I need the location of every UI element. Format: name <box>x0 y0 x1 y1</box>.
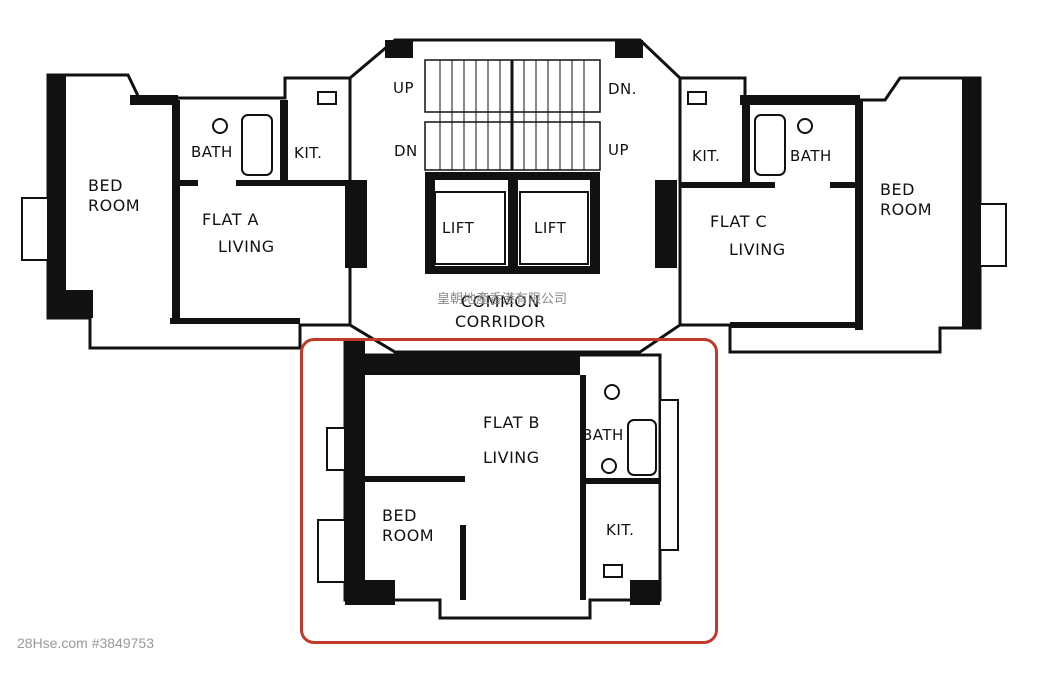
wall-block <box>345 355 580 375</box>
core-outline <box>348 38 682 354</box>
window <box>659 399 679 551</box>
wall-block <box>580 375 586 600</box>
wall-block <box>962 78 980 328</box>
toilet <box>797 118 813 134</box>
wall-block <box>345 180 367 268</box>
wall-block <box>630 580 660 605</box>
wall-block <box>130 95 178 105</box>
lift-left-label: LIFT <box>442 219 475 237</box>
wall-block <box>730 322 855 328</box>
wall-block <box>280 100 288 185</box>
stair-dn-top-label: DN. <box>608 80 638 98</box>
wall-block <box>655 180 677 268</box>
wall-block <box>425 172 600 180</box>
sink <box>317 91 337 105</box>
wall-block <box>460 525 466 600</box>
flat-b-bath-label: BATH <box>582 426 624 444</box>
flat-b-highlight <box>300 338 718 644</box>
lift-right-label: LIFT <box>534 219 567 237</box>
flat-c-bath-label: BATH <box>790 147 832 165</box>
wall-block <box>385 40 413 58</box>
stair-up-top-label: UP <box>393 79 415 97</box>
bathtub <box>754 114 786 176</box>
wall-block <box>615 40 643 58</box>
toilet <box>212 118 228 134</box>
wall-block <box>345 340 365 605</box>
wall-block <box>360 476 465 482</box>
window <box>21 197 49 261</box>
wall-block <box>590 172 600 272</box>
flat-a-living-label: LIVING <box>218 237 275 256</box>
window <box>317 519 346 583</box>
wall-block <box>680 182 775 188</box>
flat-a-bath-label: BATH <box>191 143 233 161</box>
wall-block <box>855 100 863 330</box>
wall-block <box>345 580 395 605</box>
wall-block <box>740 95 860 105</box>
flat-b-living-label: LIVING <box>483 448 540 467</box>
wall-block <box>178 180 198 186</box>
sink <box>603 564 623 578</box>
window <box>979 203 1007 267</box>
wall-block <box>48 290 93 318</box>
listing-id-footer: 28Hse.com #3849753 <box>17 635 154 651</box>
sink <box>687 91 707 105</box>
wall-block <box>425 172 435 272</box>
wall-block <box>48 75 66 318</box>
wall-block <box>170 318 300 324</box>
flat-b-title: FLAT B <box>483 413 541 432</box>
flat-c-title: FLAT C <box>710 212 768 231</box>
wall-block <box>742 100 750 188</box>
wall-block <box>585 478 660 484</box>
lift-car-right <box>519 191 589 265</box>
agency-watermark: 皇朝地產香港有限公司 <box>437 292 568 307</box>
basin <box>601 458 617 474</box>
toilet <box>604 384 620 400</box>
bathtub <box>627 419 657 476</box>
wall-block <box>236 180 346 186</box>
flat-a-title: FLAT A <box>202 210 259 229</box>
lift-car-left <box>434 191 506 265</box>
wall-block <box>830 182 858 188</box>
stair-dn-bottom-label: DN <box>394 142 418 160</box>
wall-block <box>508 172 518 272</box>
flat-c-kit-label: KIT. <box>692 147 721 165</box>
stair-up-bottom-label: UP <box>608 141 630 159</box>
flat-b-kit-label: KIT. <box>606 521 635 539</box>
flat-c-living-label: LIVING <box>729 240 786 259</box>
window <box>326 427 346 471</box>
wall-block <box>425 266 600 274</box>
wall-block <box>172 100 180 320</box>
bathtub <box>241 114 273 176</box>
flat-a-kit-label: KIT. <box>294 144 323 162</box>
